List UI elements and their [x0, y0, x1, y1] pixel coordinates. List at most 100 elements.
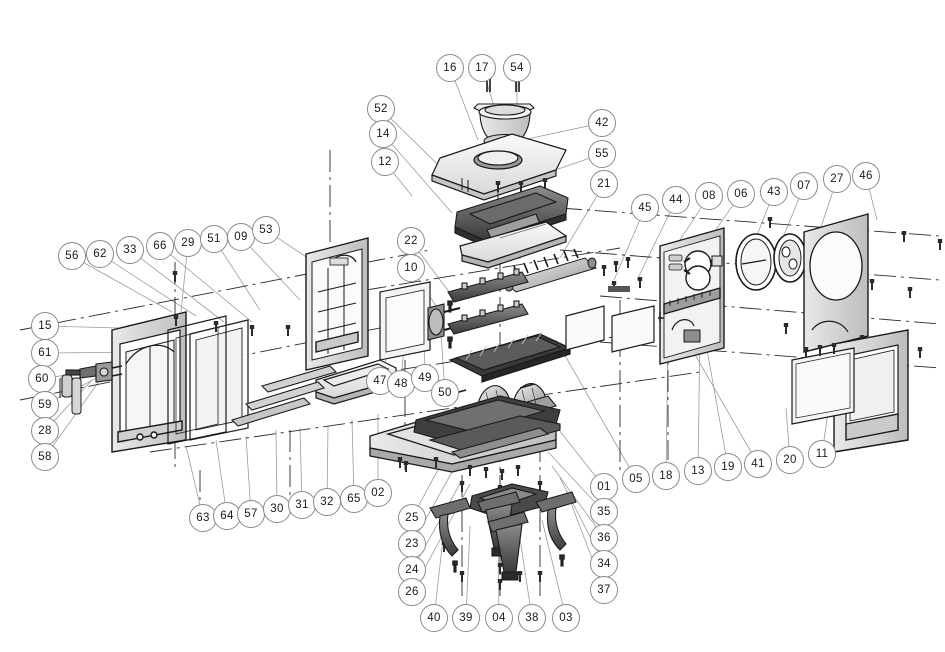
leader-line-33 [140, 258, 225, 323]
leader-line-20 [785, 407, 790, 447]
callout-balloon-58[interactable]: 58 [31, 443, 59, 471]
burner-grate [448, 331, 572, 383]
burner-fasteners [601, 257, 631, 276]
callout-balloon-18[interactable]: 18 [652, 462, 680, 490]
callout-balloon-25[interactable]: 25 [398, 504, 426, 532]
callout-balloon-42[interactable]: 42 [588, 109, 616, 137]
callout-balloon-27[interactable]: 27 [823, 165, 851, 193]
callout-balloon-38[interactable]: 38 [518, 604, 546, 632]
leader-line-56 [84, 262, 173, 313]
leader-line-39 [466, 525, 471, 605]
callout-balloon-35[interactable]: 35 [590, 498, 618, 526]
callout-balloon-28[interactable]: 28 [31, 417, 59, 445]
leader-line-44 [636, 212, 671, 281]
callout-balloon-64[interactable]: 64 [213, 502, 241, 530]
side-rails [230, 365, 338, 427]
callout-balloon-21[interactable]: 21 [590, 170, 618, 198]
back-wall-panel [803, 213, 869, 353]
callout-balloon-26[interactable]: 26 [398, 578, 426, 606]
callout-balloon-16[interactable]: 16 [436, 54, 464, 82]
leader-line-35 [547, 451, 595, 503]
callout-balloon-45[interactable]: 45 [631, 194, 659, 222]
leg-left [429, 497, 471, 573]
seal-gasket-small [773, 233, 807, 283]
callout-balloon-08[interactable]: 08 [695, 182, 723, 210]
callout-balloon-04[interactable]: 04 [485, 604, 513, 632]
callout-balloon-17[interactable]: 17 [468, 54, 496, 82]
callout-balloon-53[interactable]: 53 [252, 216, 280, 244]
top-plate [431, 133, 567, 201]
callout-balloon-40[interactable]: 40 [420, 604, 448, 632]
callout-balloon-48[interactable]: 48 [387, 370, 415, 398]
callout-balloon-30[interactable]: 30 [263, 495, 291, 523]
door-inner-frame [167, 315, 227, 445]
callout-balloon-09[interactable]: 09 [227, 223, 255, 251]
callout-balloon-15[interactable]: 15 [31, 312, 59, 340]
callout-balloon-61[interactable]: 61 [31, 339, 59, 367]
callout-balloon-07[interactable]: 07 [790, 172, 818, 200]
door-glass-panel [189, 319, 249, 441]
callout-balloon-50[interactable]: 50 [431, 379, 459, 407]
callout-balloon-05[interactable]: 05 [622, 465, 650, 493]
callout-balloon-19[interactable]: 19 [714, 453, 742, 481]
firebox-front-panel [305, 237, 369, 371]
callout-balloon-46[interactable]: 46 [852, 162, 880, 190]
leader-line-46 [869, 189, 878, 221]
callout-balloon-33[interactable]: 33 [116, 236, 144, 264]
leader-line-30 [275, 429, 278, 496]
callout-balloon-51[interactable]: 51 [200, 225, 228, 253]
callout-balloon-60[interactable]: 60 [28, 365, 56, 393]
leader-line-27 [819, 192, 833, 231]
control-manifold [413, 395, 561, 459]
callout-balloon-11[interactable]: 11 [808, 440, 836, 468]
callout-balloon-14[interactable]: 14 [369, 120, 397, 148]
callout-balloon-10[interactable]: 10 [397, 254, 425, 282]
callout-balloon-29[interactable]: 29 [174, 229, 202, 257]
burner-tube [504, 248, 597, 293]
callout-balloon-54[interactable]: 54 [503, 54, 531, 82]
callout-balloon-31[interactable]: 31 [288, 491, 316, 519]
rear-panel-blower [658, 227, 725, 365]
leader-line-32 [326, 425, 329, 489]
callout-balloon-01[interactable]: 01 [590, 473, 618, 501]
seal-gasket-large [735, 233, 777, 291]
callout-balloon-12[interactable]: 12 [371, 148, 399, 176]
leader-line-15 [58, 325, 121, 329]
callout-balloon-20[interactable]: 20 [776, 446, 804, 474]
leader-line-62 [111, 261, 197, 317]
callout-balloon-39[interactable]: 39 [452, 604, 480, 632]
front-door-assembly [111, 311, 187, 453]
leader-line-09 [250, 246, 301, 301]
callout-balloon-52[interactable]: 52 [367, 95, 395, 123]
callout-balloon-22[interactable]: 22 [397, 227, 425, 255]
callout-balloon-65[interactable]: 65 [340, 485, 368, 513]
callout-balloon-55[interactable]: 55 [588, 140, 616, 168]
callout-balloon-57[interactable]: 57 [237, 500, 265, 528]
callout-balloon-06[interactable]: 06 [727, 180, 755, 208]
callout-balloon-44[interactable]: 44 [662, 186, 690, 214]
callout-balloon-13[interactable]: 13 [684, 457, 712, 485]
callout-balloon-03[interactable]: 03 [552, 604, 580, 632]
callout-balloon-02[interactable]: 02 [364, 479, 392, 507]
log-support-bars [447, 268, 529, 335]
mid-right-plates [565, 305, 655, 353]
leg-right [535, 491, 577, 567]
inner-liner-panel [791, 347, 855, 425]
callout-balloon-59[interactable]: 59 [31, 391, 59, 419]
callout-balloon-56[interactable]: 56 [58, 242, 86, 270]
callout-balloon-37[interactable]: 37 [590, 576, 618, 604]
callout-balloon-34[interactable]: 34 [590, 550, 618, 578]
burner-pan [454, 185, 569, 259]
leader-line-14 [391, 144, 453, 214]
callout-balloon-66[interactable]: 66 [146, 232, 174, 260]
callout-balloon-63[interactable]: 63 [189, 504, 217, 532]
callout-balloon-32[interactable]: 32 [313, 488, 341, 516]
callout-balloon-62[interactable]: 62 [86, 240, 114, 268]
door-latch-rod [71, 377, 82, 415]
callout-balloon-41[interactable]: 41 [744, 450, 772, 478]
callout-balloon-43[interactable]: 43 [760, 178, 788, 206]
callout-balloon-23[interactable]: 23 [398, 530, 426, 558]
leg-center-right [487, 511, 529, 581]
callout-balloon-36[interactable]: 36 [590, 524, 618, 552]
